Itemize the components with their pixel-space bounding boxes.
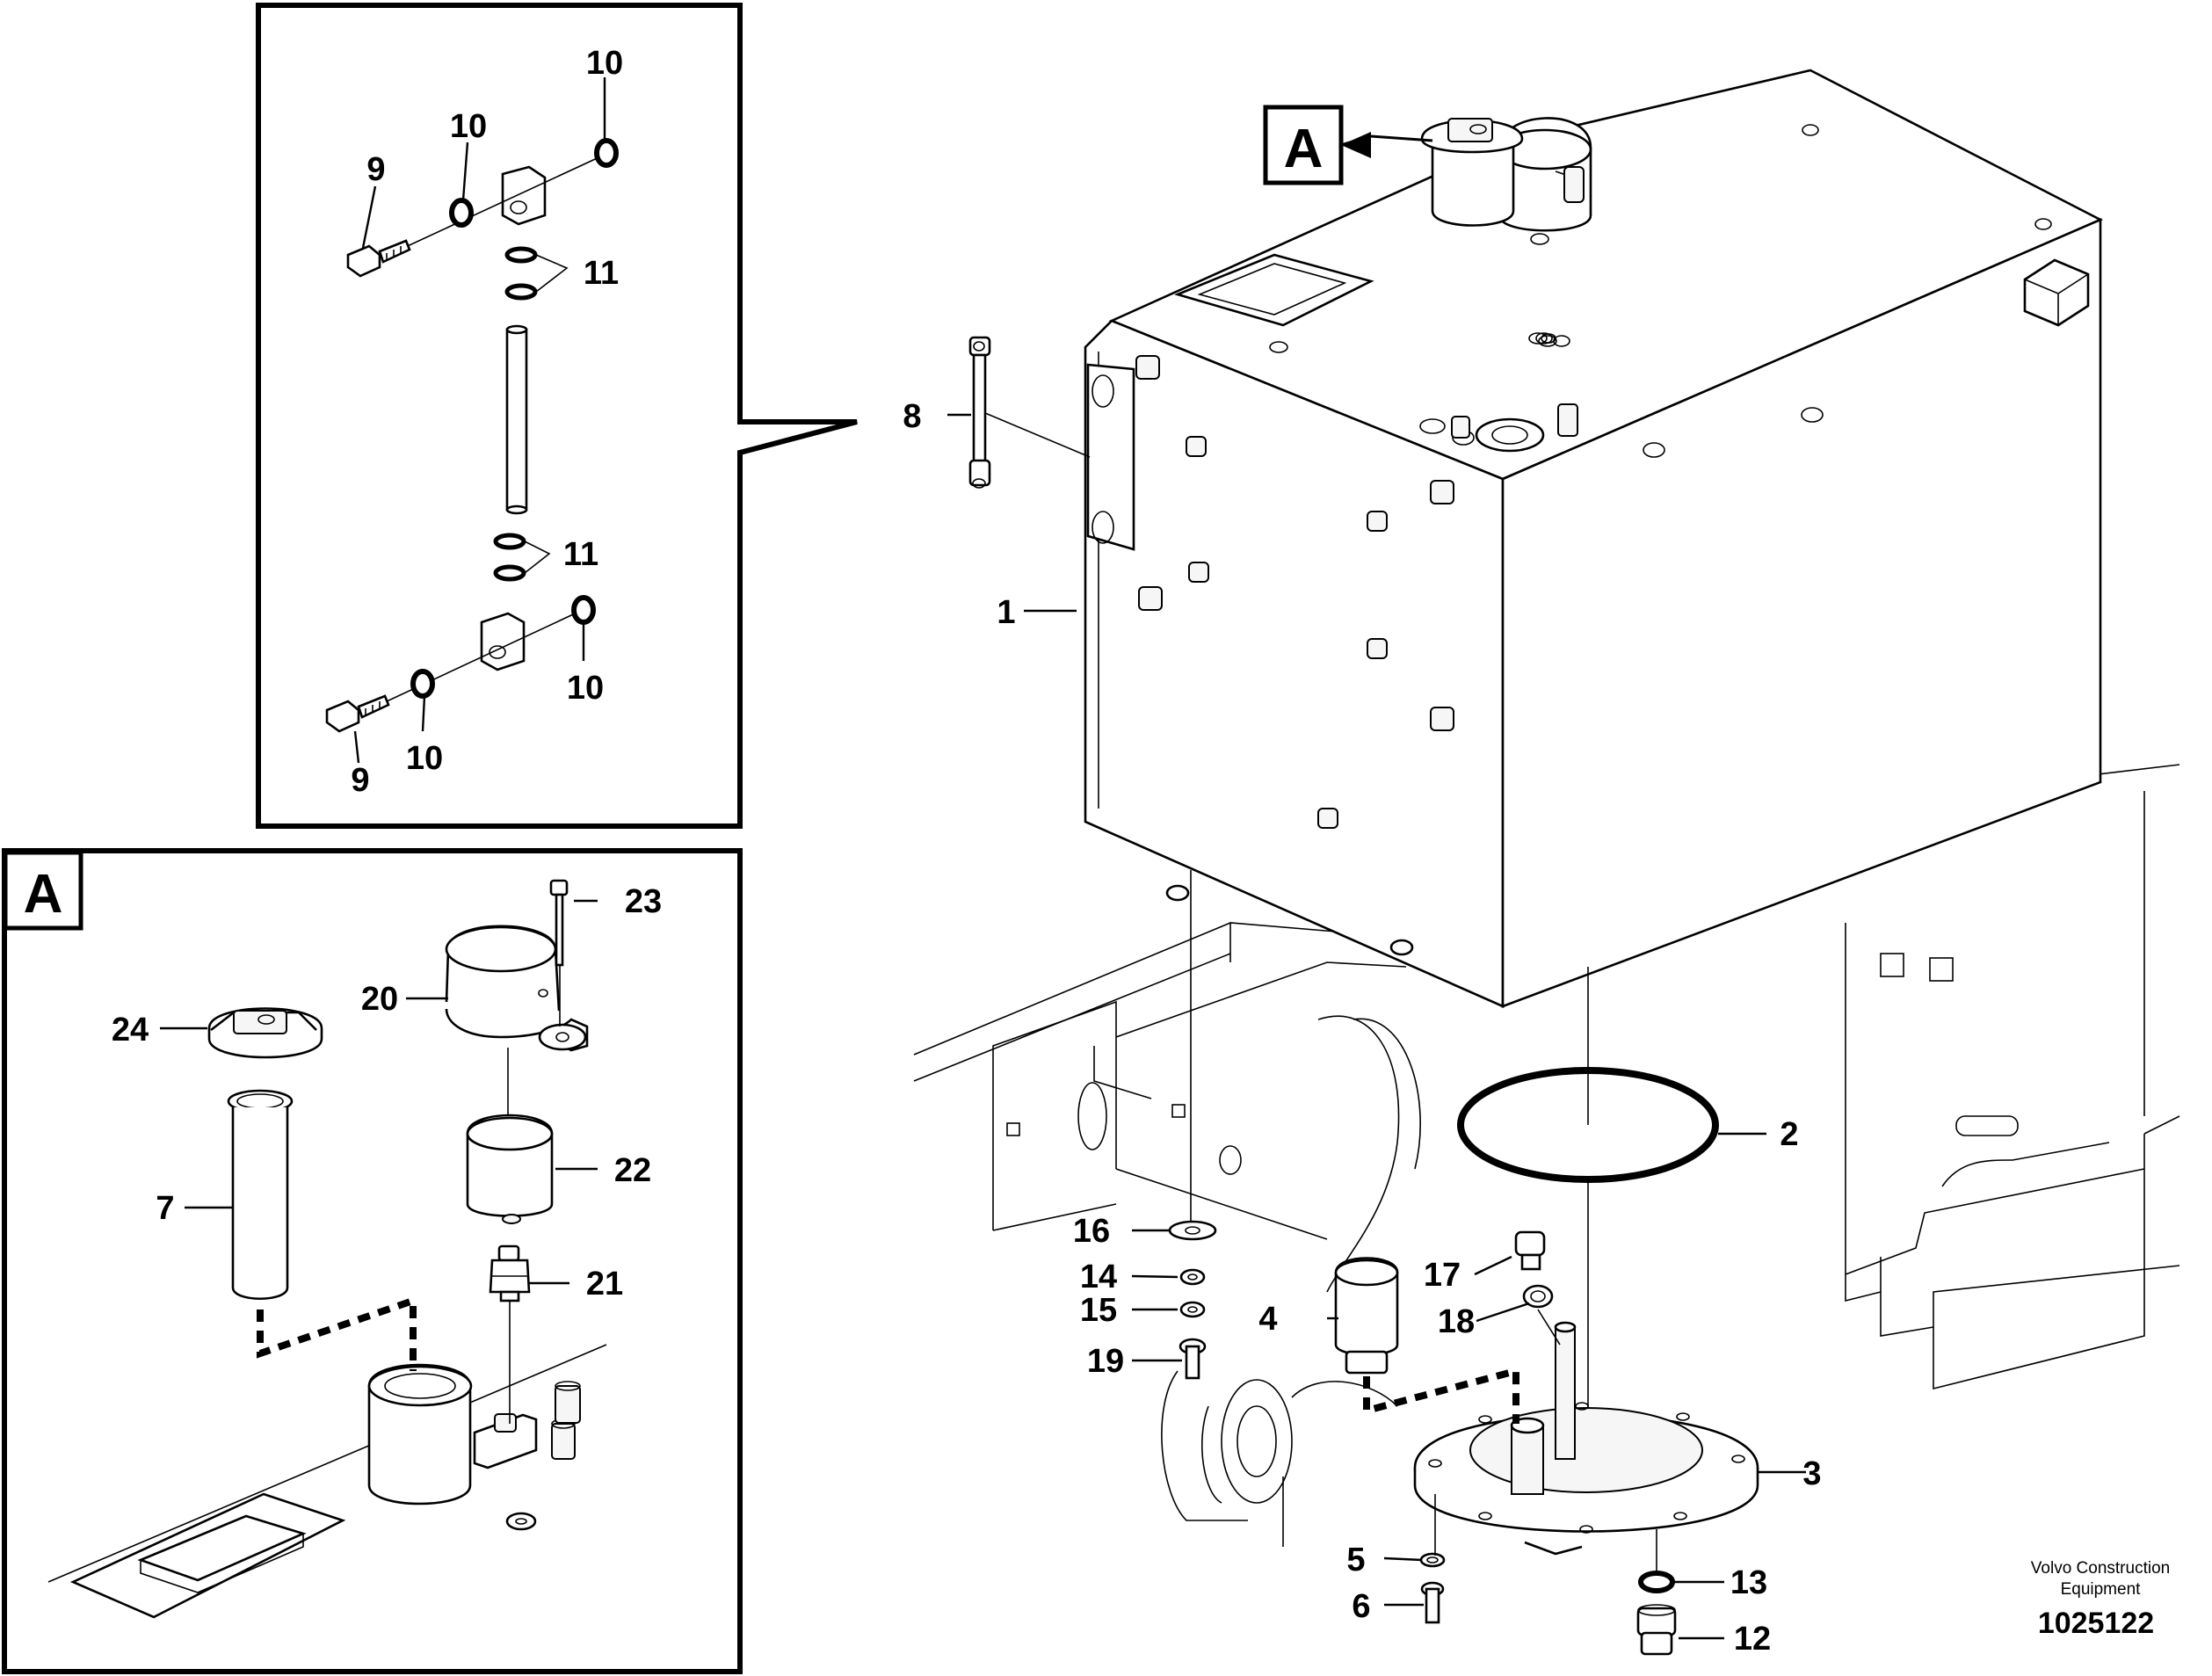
callout-2: 2 xyxy=(1780,1116,1798,1153)
callout-6: 6 xyxy=(1352,1588,1370,1625)
inset-view-a-detail: A xyxy=(2,848,743,1674)
callout-labels: 10 10 9 11 11 10 10 9 23 20 24 22 7 21 8… xyxy=(112,45,1822,1658)
callout-10: 10 xyxy=(450,108,487,145)
hose-fittings-17-18 xyxy=(1514,1230,1561,1346)
callout-1: 1 xyxy=(997,594,1015,631)
inset-sight-glass-detail xyxy=(256,3,858,829)
strainer-part-7 xyxy=(227,1089,417,1371)
filter-part-22 xyxy=(466,1048,554,1224)
cap-part-24 xyxy=(207,1007,323,1059)
callout-19: 19 xyxy=(1087,1343,1124,1380)
hydraulic-tank xyxy=(1084,69,2104,1008)
screws-parts-5-6 xyxy=(1419,1494,1446,1624)
callout-22: 22 xyxy=(614,1152,651,1189)
callout-16: 16 xyxy=(1073,1213,1110,1250)
callout-3: 3 xyxy=(1802,1455,1821,1492)
cover-plate-part-3 xyxy=(1413,1321,1759,1556)
callout-11: 11 xyxy=(584,255,619,292)
callout-12: 12 xyxy=(1734,1621,1771,1658)
washers-parts-14-15-16-19 xyxy=(1168,870,1217,1380)
callout-11: 11 xyxy=(563,536,598,573)
callout-13: 13 xyxy=(1730,1564,1767,1601)
leader-lines-inset-top xyxy=(353,77,606,764)
o-ring-part-2 xyxy=(1457,967,1719,1441)
callout-14: 14 xyxy=(1080,1259,1117,1295)
lower-fitting-assembly xyxy=(325,533,596,733)
callout-5: 5 xyxy=(1346,1542,1365,1578)
drain-plug-parts-12-13 xyxy=(1636,1529,1677,1656)
callout-7: 7 xyxy=(156,1190,174,1227)
view-a-marker: A xyxy=(1263,105,1433,185)
callout-20: 20 xyxy=(361,981,398,1018)
callout-10: 10 xyxy=(567,670,604,707)
credit-line-2: Equipment xyxy=(2061,1580,2142,1599)
sight-tube xyxy=(505,324,528,515)
publisher-credit: Volvo Construction Equipment 1025122 xyxy=(2031,1559,2170,1640)
upper-fitting-assembly xyxy=(346,138,619,301)
callout-21: 21 xyxy=(586,1266,623,1302)
filter-element-part-4 xyxy=(1334,1257,1519,1424)
callout-9: 9 xyxy=(351,762,369,799)
leader-lines-main xyxy=(947,413,1806,1640)
svg-text:A: A xyxy=(1284,119,1324,179)
credit-line-1: Volvo Construction xyxy=(2031,1559,2170,1578)
callout-8: 8 xyxy=(903,398,921,435)
callout-10: 10 xyxy=(586,45,623,82)
callout-23: 23 xyxy=(625,883,662,920)
callout-15: 15 xyxy=(1080,1292,1117,1329)
machine-frame-background xyxy=(913,764,2180,1547)
valve-part-21 xyxy=(489,1244,531,1302)
callout-10: 10 xyxy=(406,740,443,777)
callout-4: 4 xyxy=(1258,1301,1277,1338)
sight-glass-part-8 xyxy=(968,336,1091,489)
callout-9: 9 xyxy=(366,151,385,188)
callout-17: 17 xyxy=(1424,1257,1461,1294)
callout-18: 18 xyxy=(1438,1303,1475,1340)
callout-24: 24 xyxy=(112,1012,149,1048)
screw-part-23 xyxy=(549,879,569,1027)
housing-part-20 xyxy=(445,925,589,1052)
document-number: 1025122 xyxy=(2038,1607,2154,1640)
tank-front-bosses xyxy=(1135,355,1454,829)
leader-lines-inset-a xyxy=(160,899,598,1285)
svg-text:A: A xyxy=(24,864,63,925)
